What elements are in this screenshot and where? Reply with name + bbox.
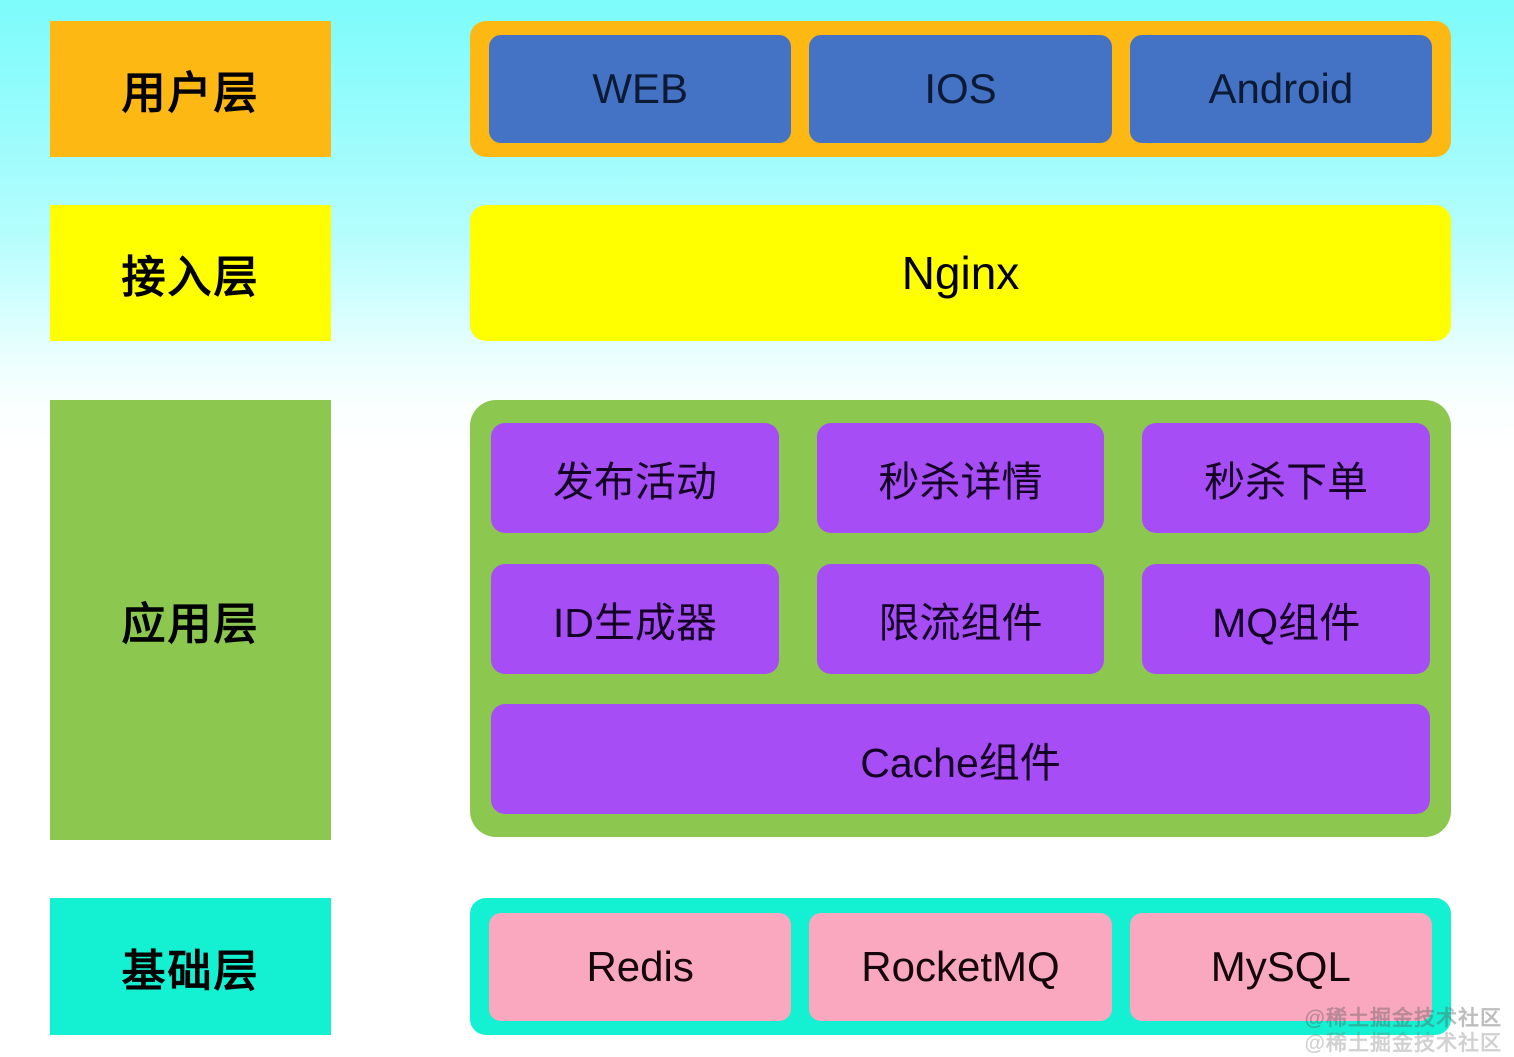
access-layer-group: Nginx: [470, 205, 1451, 341]
client-chip-web: WEB: [489, 35, 792, 143]
application-layer-group: 发布活动 秒杀详情 秒杀下单 ID生成器 限流组件 MQ组件 Cache组件: [470, 400, 1451, 837]
layer-label-user: 用户层: [50, 21, 331, 157]
app-chip-mq-component: MQ组件: [1142, 563, 1431, 674]
layer-label-access: 接入层: [50, 205, 331, 341]
application-row-2: ID生成器 限流组件 MQ组件: [491, 563, 1431, 674]
access-chip-nginx: Nginx: [901, 247, 1020, 299]
client-chip-ios: IOS: [809, 35, 1112, 143]
infra-chip-mysql: MySQL: [1129, 912, 1432, 1021]
app-chip-cache-component: Cache组件: [491, 704, 1430, 814]
app-chip-id-generator: ID生成器: [491, 563, 779, 674]
layer-label-application: 应用层: [50, 400, 331, 840]
infra-chip-rocketmq: RocketMQ: [809, 912, 1112, 1021]
infrastructure-layer-group: Redis RocketMQ MySQL: [470, 898, 1451, 1035]
layer-label-infrastructure: 基础层: [50, 898, 331, 1035]
application-row-3: Cache组件: [491, 704, 1430, 814]
app-chip-rate-limiter: 限流组件: [816, 563, 1105, 674]
infra-chip-redis: Redis: [489, 912, 792, 1021]
client-chip-android: Android: [1129, 35, 1432, 143]
app-chip-seckill-detail: 秒杀详情: [816, 423, 1105, 533]
app-chip-seckill-order: 秒杀下单: [1142, 423, 1431, 533]
user-layer-group: WEB IOS Android: [470, 21, 1451, 157]
app-chip-publish-activity: 发布活动: [491, 423, 779, 533]
watermark-secondary: @稀土掘金技术社区: [1304, 1032, 1502, 1055]
watermark-primary: @稀土掘金技术社区: [1304, 1007, 1502, 1030]
application-row-1: 发布活动 秒杀详情 秒杀下单: [491, 423, 1431, 533]
